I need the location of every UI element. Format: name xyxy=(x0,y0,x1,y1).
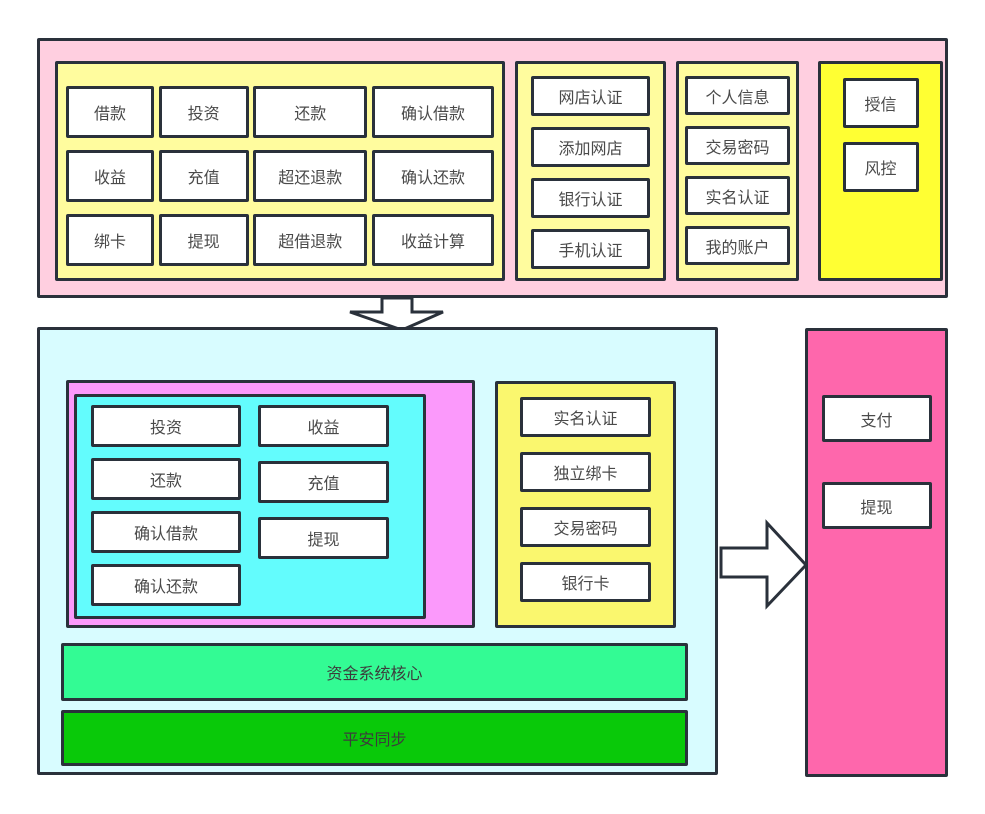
core-trade-panel: 投资 还款 确认借款 确认还款 收益 充值 提现 xyxy=(74,394,426,619)
node-repay: 还款 xyxy=(253,86,368,138)
node-withdraw: 提现 xyxy=(258,517,389,559)
node-earnings-calc: 收益计算 xyxy=(371,214,494,266)
user-account-panel: 个人信息 交易密码 实名认证 我的账户 xyxy=(676,61,799,281)
node-trade-password: 交易密码 xyxy=(520,507,651,547)
node-bind-card: 绑卡 xyxy=(66,214,154,266)
node-over-borrow-refund: 超借退款 xyxy=(253,214,368,266)
node-independent-bind-card: 独立绑卡 xyxy=(520,452,651,492)
node-recharge: 充值 xyxy=(158,150,249,202)
node-loan: 借款 xyxy=(66,86,154,138)
core-trade-left-column: 投资 还款 确认借款 确认还款 xyxy=(91,405,241,606)
node-earnings: 收益 xyxy=(258,405,389,447)
node-credit-grant: 授信 xyxy=(842,78,919,128)
node-add-shop: 添加网店 xyxy=(531,127,650,167)
node-earnings: 收益 xyxy=(66,150,154,202)
node-confirm-repay: 确认还款 xyxy=(91,564,241,606)
fund-system-container: 投资 还款 确认借款 确认还款 收益 充值 提现 实名认证 独立绑卡 交易密码 … xyxy=(37,327,718,775)
down-arrow xyxy=(349,296,444,332)
credit-risk-panel: 授信 风控 xyxy=(818,61,943,281)
right-arrow xyxy=(719,519,809,610)
top-system-container: 借款 投资 还款 确认借款 收益 充值 超还退款 确认还款 绑卡 提现 超借退款… xyxy=(37,38,948,298)
node-payment: 支付 xyxy=(821,395,932,442)
node-recharge: 充值 xyxy=(258,461,389,503)
node-trade-password: 交易密码 xyxy=(685,126,790,165)
node-invest: 投资 xyxy=(91,405,241,447)
pingan-sync-bar: 平安同步 xyxy=(61,710,688,766)
core-trade-right-column: 收益 充值 提现 xyxy=(258,405,389,559)
node-withdraw: 提现 xyxy=(821,482,932,529)
node-risk-control: 风控 xyxy=(842,142,919,192)
payment-panel: 支付 提现 xyxy=(805,328,948,777)
node-phone-auth: 手机认证 xyxy=(531,229,650,269)
node-personal-info: 个人信息 xyxy=(685,76,790,115)
node-my-account: 我的账户 xyxy=(685,226,790,265)
fund-system-core-bar: 资金系统核心 xyxy=(61,643,688,701)
shop-auth-panel: 网店认证 添加网店 银行认证 手机认证 xyxy=(515,61,666,281)
node-bank-card: 银行卡 xyxy=(520,562,651,602)
node-real-name-auth: 实名认证 xyxy=(685,176,790,215)
core-trade-outer-panel: 投资 还款 确认借款 确认还款 收益 充值 提现 xyxy=(66,380,475,628)
business-ops-panel: 借款 投资 还款 确认借款 收益 充值 超还退款 确认还款 绑卡 提现 超借退款… xyxy=(55,61,505,281)
node-over-repay-refund: 超还退款 xyxy=(253,150,368,202)
node-bank-auth: 银行认证 xyxy=(531,178,650,218)
node-confirm-loan: 确认借款 xyxy=(91,511,241,553)
account-security-panel: 实名认证 独立绑卡 交易密码 银行卡 xyxy=(495,381,676,628)
node-confirm-repay: 确认还款 xyxy=(371,150,494,202)
node-shop-auth: 网店认证 xyxy=(531,76,650,116)
node-repay: 还款 xyxy=(91,458,241,500)
node-invest: 投资 xyxy=(158,86,249,138)
node-withdraw: 提现 xyxy=(158,214,249,266)
node-real-name-auth: 实名认证 xyxy=(520,397,651,437)
node-confirm-loan: 确认借款 xyxy=(371,86,494,138)
